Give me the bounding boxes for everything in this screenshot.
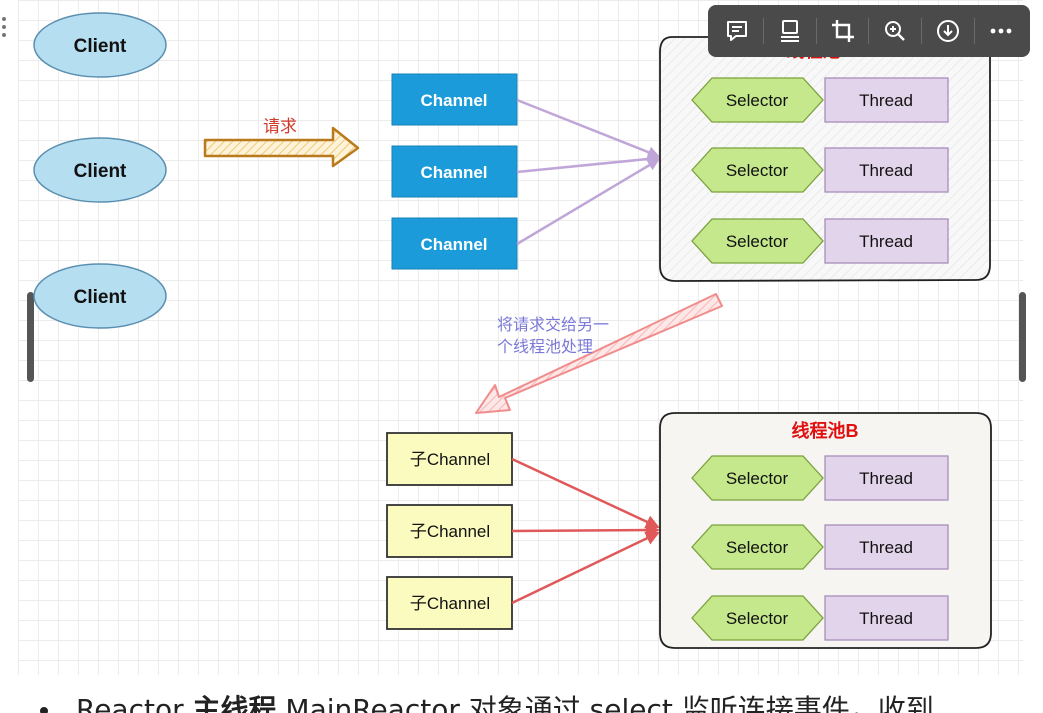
left-resize-handle[interactable] — [27, 292, 34, 382]
sub-channel-box-3: 子Channel — [386, 576, 513, 630]
channel-box-2: Channel — [391, 145, 518, 198]
selector-label: Selector — [726, 161, 789, 180]
thread-label: Thread — [859, 161, 913, 180]
request-arrow: 请求 — [203, 117, 360, 168]
sub-channel-label: 子Channel — [410, 522, 490, 541]
selector-label: Selector — [726, 609, 789, 628]
flow-arrow — [516, 98, 660, 158]
selector-thread-row: Selector Thread — [691, 147, 949, 193]
selector-label: Selector — [726, 232, 789, 251]
channel-box-1: Channel — [391, 73, 518, 126]
flow-arrow — [511, 523, 660, 538]
thread-label: Thread — [859, 469, 913, 488]
text-icon[interactable] — [770, 11, 810, 51]
toolbar-divider — [921, 18, 923, 44]
sub-channel-label: 子Channel — [410, 594, 490, 613]
thread-label: Thread — [859, 609, 913, 628]
pool-b-title: 线程池B — [792, 420, 859, 441]
comment-icon[interactable] — [717, 11, 757, 51]
bullet-text-part1: Reactor — [76, 693, 193, 713]
flow-arrow — [511, 531, 660, 605]
bullet-icon — [40, 707, 48, 713]
selector-thread-row: Selector Thread — [691, 77, 949, 123]
handoff-arrow: 将请求交给另一 个线程池处理 — [475, 293, 723, 414]
client-node-2: Client — [33, 137, 167, 203]
sub-channel-box-2: 子Channel — [386, 504, 513, 558]
thread-pool-a: 线程池A Selector Thread Selector Thread Sel… — [659, 36, 991, 282]
selector-thread-row: Selector Thread — [691, 524, 949, 570]
selector-label: Selector — [726, 469, 789, 488]
toolbar-divider — [868, 18, 870, 44]
thread-pool-b: 线程池B Selector Thread Selector Thread Sel… — [659, 412, 992, 649]
download-icon[interactable] — [928, 11, 968, 51]
sub-channel-label: 子Channel — [410, 450, 490, 469]
handoff-label-line1: 将请求交给另一 — [497, 316, 609, 334]
channel-label: Channel — [420, 163, 487, 182]
client-label: Client — [74, 161, 127, 182]
client-label: Client — [74, 36, 127, 57]
more-icon[interactable] — [981, 11, 1021, 51]
client-node-1: Client — [33, 12, 167, 78]
client-node-3: Client — [33, 263, 167, 329]
channel-label: Channel — [420, 91, 487, 110]
flow-arrow — [516, 158, 660, 246]
drag-handle-icon[interactable] — [0, 14, 8, 48]
article-bullet-text: Reactor 主线程 MainReactor 对象通过 select 监听连接… — [40, 688, 1040, 713]
client-label: Client — [74, 287, 127, 308]
selector-thread-row: Selector Thread — [691, 218, 949, 264]
flow-arrow — [516, 153, 660, 174]
request-label: 请求 — [263, 117, 297, 136]
sub-channel-to-pool-b-arrows — [511, 457, 660, 605]
bullet-text-part2: MainReactor 对象通过 select 监听连接事件，收到 — [276, 693, 934, 713]
toolbar-divider — [815, 18, 817, 44]
handoff-label-line2: 个线程池处理 — [497, 338, 593, 356]
crop-icon[interactable] — [823, 11, 863, 51]
channel-label: Channel — [420, 235, 487, 254]
channel-to-pool-a-arrows — [516, 98, 660, 246]
sub-channel-box-1: 子Channel — [386, 432, 513, 486]
selector-thread-row: Selector Thread — [691, 455, 949, 501]
toolbar-divider — [762, 18, 764, 44]
thread-label: Thread — [859, 538, 913, 557]
thread-label: Thread — [859, 232, 913, 251]
selector-label: Selector — [726, 91, 789, 110]
selector-label: Selector — [726, 538, 789, 557]
thread-label: Thread — [859, 91, 913, 110]
channel-box-3: Channel — [391, 217, 518, 270]
flow-arrow — [511, 457, 660, 529]
zoom-in-icon[interactable] — [875, 11, 915, 51]
right-resize-handle[interactable] — [1019, 292, 1026, 382]
image-toolbar — [708, 5, 1030, 57]
selector-thread-row: Selector Thread — [691, 595, 949, 641]
bullet-text-bold: 主线程 — [192, 693, 277, 713]
toolbar-divider — [974, 18, 976, 44]
